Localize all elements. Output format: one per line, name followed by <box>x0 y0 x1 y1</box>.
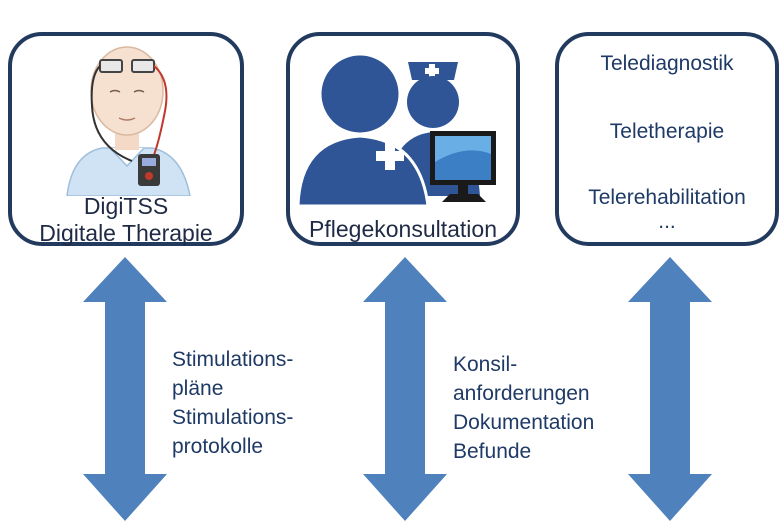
tele-item-more: ... <box>658 210 676 233</box>
digitss-labels: DigiTSS Digitale Therapie <box>12 193 240 247</box>
double-arrow-middle <box>363 257 447 521</box>
digitss-subtitle: Digitale Therapie <box>39 220 213 246</box>
head-electrodes-illustration <box>66 46 191 196</box>
doctor-nurse-icon <box>296 52 496 208</box>
flow-middle-line: Konsil- <box>453 353 518 376</box>
flow-label-middle: Konsil- anforderungen Dokumentation Befu… <box>453 350 594 466</box>
flow-middle-line: Dokumentation <box>453 411 595 434</box>
double-arrow-left <box>83 257 167 521</box>
flow-label-left: Stimulations- pläne Stimulations- protok… <box>172 345 293 461</box>
flow-left-line: Stimulations- <box>172 348 294 371</box>
flow-middle-line: anforderungen <box>453 382 590 405</box>
tele-item-telerehabilitation: Telerehabilitation <box>588 186 746 209</box>
tele-item-telediagnostik: Telediagnostik <box>600 52 734 75</box>
digitss-title: DigiTSS <box>83 193 169 219</box>
flow-left-line: protokolle <box>172 435 264 458</box>
flow-left-line: pläne <box>172 377 224 400</box>
flow-left-line: Stimulations- <box>172 406 294 429</box>
doctor-icon <box>296 52 430 208</box>
card-digitss: DigiTSS Digitale Therapie <box>8 32 244 246</box>
flow-middle-line: Befunde <box>453 440 532 463</box>
double-arrow-right <box>628 257 712 521</box>
card-pflegekonsultation: Pflegekonsultation <box>286 32 520 246</box>
card-tele-services: Telediagnostik Teletherapie Telerehabili… <box>555 32 779 246</box>
pflegekonsultation-label: Pflegekonsultation <box>309 216 497 242</box>
computer-monitor-icon <box>430 131 496 202</box>
tele-item-teletherapie: Teletherapie <box>609 120 725 143</box>
